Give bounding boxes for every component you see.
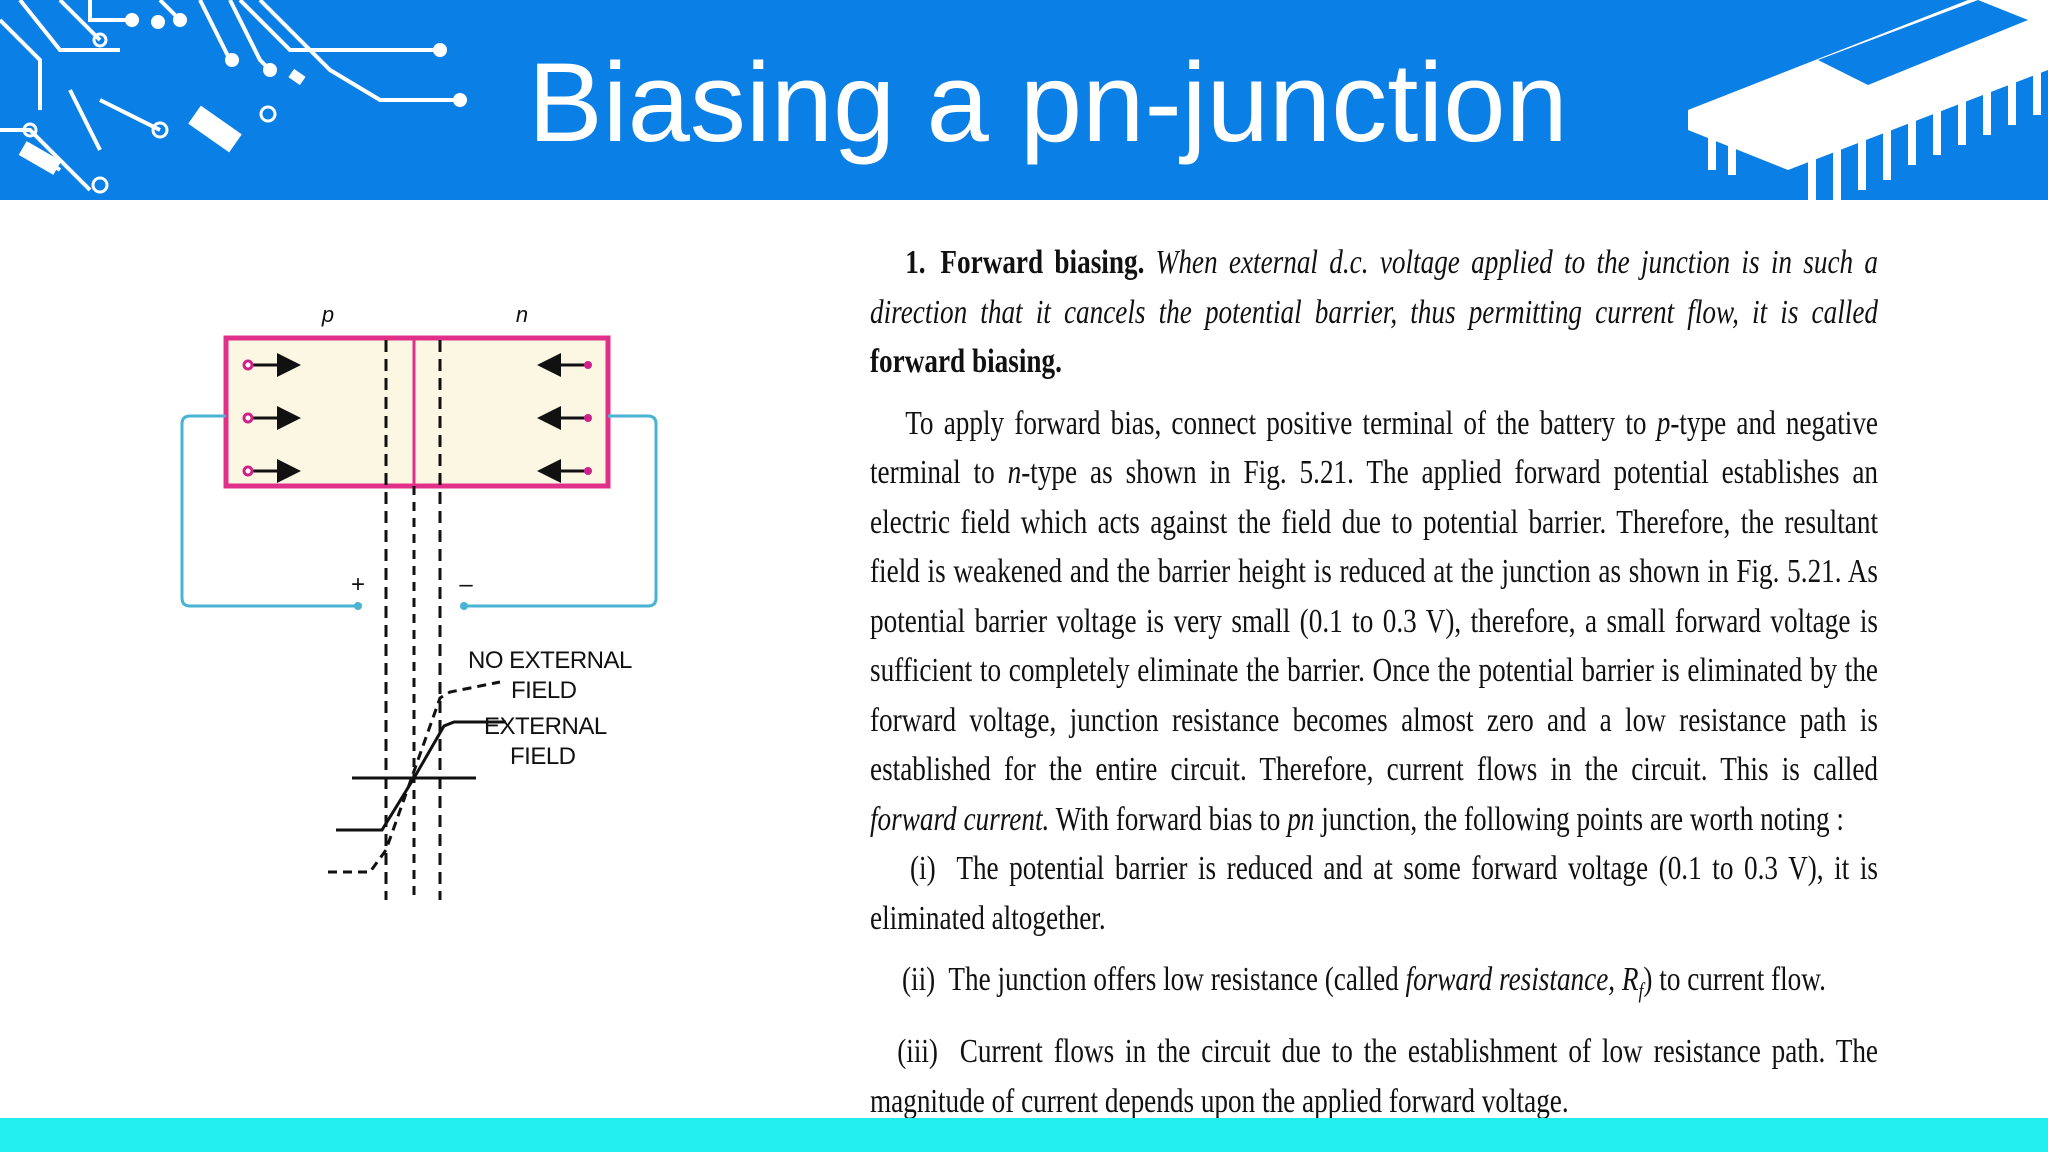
no-external-field-label-2: FIELD	[511, 677, 577, 704]
external-field-label-2: FIELD	[510, 743, 576, 770]
text-span: With forward bias to	[1049, 800, 1281, 838]
wire-left	[180, 414, 356, 608]
point-i: (i) The potential barrier is reduced and…	[870, 844, 1878, 943]
text-span: To apply forward bias, connect positive …	[905, 404, 1647, 442]
point-text: f	[1638, 977, 1644, 1003]
n-side-arrows	[537, 353, 586, 483]
text-span: -type as shown in Fig. 5.21. The applied…	[870, 454, 1879, 788]
text-span: forward current.	[870, 800, 1050, 838]
item-number: 1.	[905, 244, 926, 281]
text-span: n	[1007, 454, 1022, 491]
no-external-field-label: NO EXTERNAL	[468, 647, 632, 674]
circuit-traces-icon	[0, 0, 467, 194]
title-banner: Biasing a pn-junction	[0, 0, 2048, 200]
negative-terminal-label: –	[459, 571, 473, 598]
wire-right	[466, 414, 658, 608]
external-field-curve	[336, 720, 506, 832]
external-field-label: EXTERNAL	[484, 713, 607, 740]
n-region-label: n	[516, 302, 528, 327]
heading-forward-biasing: Forward biasing.	[940, 244, 1145, 281]
forward-bias-diagram: p n + – NO EXTERNAL FIELD EXTERNAL FIELD	[180, 302, 658, 900]
point-text: The potential barrier is reduced and at …	[870, 850, 1878, 937]
text-span: junction, the following points are worth…	[1321, 800, 1844, 838]
p-region-label: p	[321, 302, 334, 327]
depletion-boundaries	[384, 340, 442, 900]
point-ii: (ii) The junction offers low resistance …	[870, 955, 1878, 1015]
no-external-field-curve	[328, 680, 501, 874]
point-marker: (iii)	[897, 1033, 938, 1071]
point-text: Current flows in the circuit due to the …	[870, 1033, 1878, 1120]
point-text: The junction offers low resistance (call…	[948, 961, 1399, 998]
point-iii: (iii) Current flows in the circuit due t…	[870, 1027, 1878, 1126]
point-marker: (i)	[910, 850, 936, 887]
term-forward-biasing: forward biasing.	[870, 343, 1062, 380]
p-side-arrows	[248, 353, 301, 483]
page-title: Biasing a pn-junction	[528, 40, 1568, 165]
microchip-icon	[1688, 0, 2048, 200]
paragraph-definition: 1. Forward biasing. When external d.c. vo…	[870, 238, 1878, 387]
definition-text: When external d.c. voltage applied to th…	[870, 244, 1879, 331]
text-span: pn	[1287, 800, 1315, 838]
point-text: ) to current flow.	[1643, 961, 1826, 998]
paragraph-explanation: To apply forward bias, connect positive …	[870, 399, 1878, 845]
text-span: p	[1656, 404, 1671, 442]
footer-band	[0, 1118, 2048, 1152]
text-span: -type and negative terminal to	[870, 404, 1878, 492]
point-text: forward resistance, R	[1405, 961, 1639, 998]
forward-biasing-text: 1. Forward biasing. When external d.c. vo…	[870, 238, 1878, 1126]
positive-terminal-label: +	[351, 571, 365, 598]
pn-block	[223, 335, 611, 489]
point-marker: (ii)	[902, 961, 936, 998]
